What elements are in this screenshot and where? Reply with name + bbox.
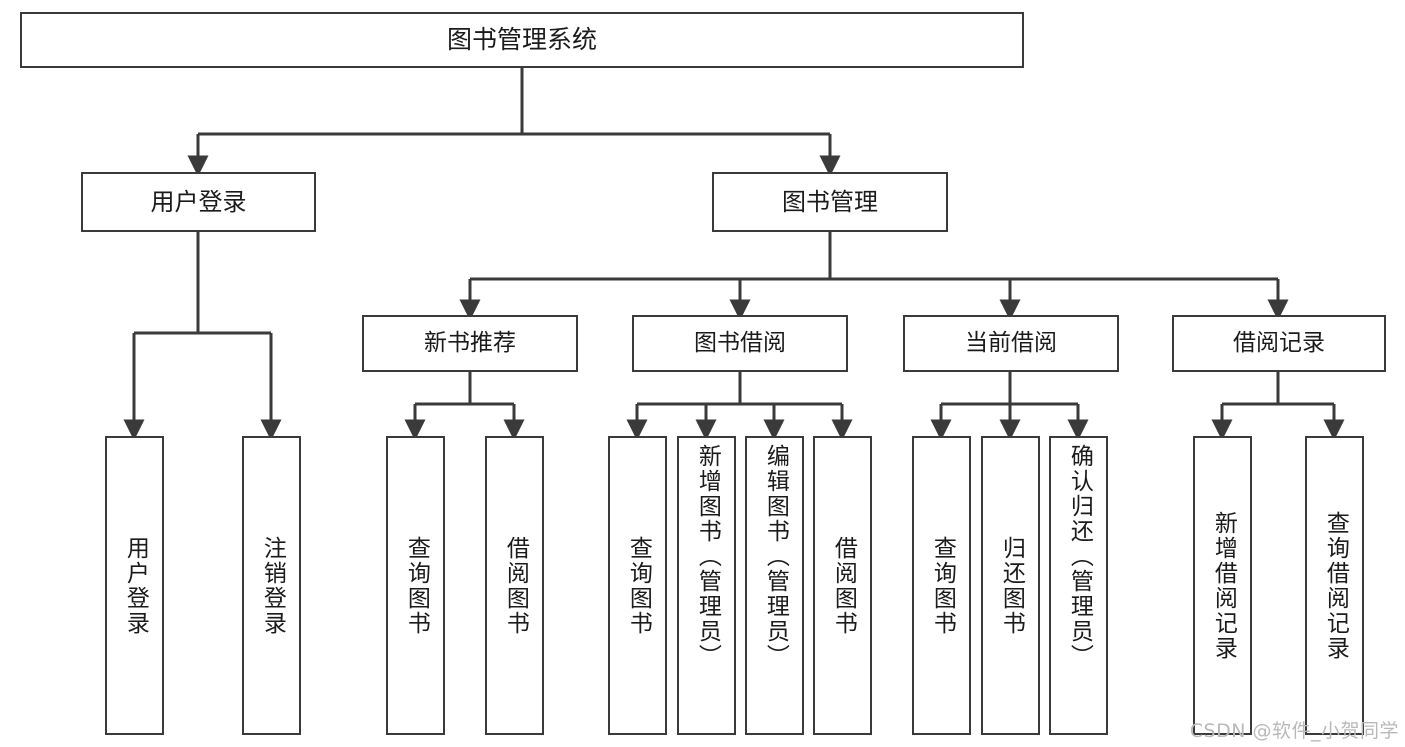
leaf-borrow-book-recommend[interactable]: 借阅图书 [485, 436, 544, 735]
leaf-add-borrow-record[interactable]: 新增借阅记录 [1193, 436, 1252, 735]
node-book-borrow[interactable]: 图书借阅 [632, 315, 848, 372]
leaf-logout-label: 注销登录 [259, 535, 286, 636]
leaf-borrow-book-recommend-label: 借阅图书 [502, 535, 529, 636]
leaf-confirm-return-admin-label: 确认归还（管理员） [1066, 444, 1093, 669]
node-book-management[interactable]: 图书管理 [712, 172, 948, 232]
node-user-login-label: 用户登录 [150, 187, 247, 216]
leaf-add-book-admin[interactable]: 新增图书（管理员） [677, 436, 736, 735]
leaf-query-book-current[interactable]: 查询图书 [912, 436, 971, 735]
leaf-return-book-label: 归还图书 [998, 535, 1025, 636]
node-new-book-recommend[interactable]: 新书推荐 [362, 315, 578, 372]
leaf-query-book-recommend[interactable]: 查询图书 [386, 436, 445, 735]
leaf-query-book-current-label: 查询图书 [929, 535, 956, 636]
leaf-user-login[interactable]: 用户登录 [105, 436, 164, 735]
leaf-user-login-label: 用户登录 [122, 535, 149, 636]
leaf-query-borrow-record-label: 查询借阅记录 [1322, 510, 1349, 661]
node-user-login[interactable]: 用户登录 [81, 172, 316, 232]
node-new-book-recommend-label: 新书推荐 [424, 329, 516, 356]
node-borrow-records[interactable]: 借阅记录 [1172, 315, 1386, 372]
node-current-borrow-label: 当前借阅 [965, 329, 1057, 356]
node-book-borrow-label: 图书借阅 [694, 329, 786, 356]
leaf-confirm-return-admin[interactable]: 确认归还（管理员） [1049, 436, 1108, 735]
leaf-add-borrow-record-label: 新增借阅记录 [1210, 510, 1237, 661]
node-borrow-records-label: 借阅记录 [1233, 329, 1325, 356]
leaf-borrow-book-label: 借阅图书 [830, 535, 857, 636]
leaf-add-book-admin-label: 新增图书（管理员） [694, 444, 721, 669]
leaf-edit-book-admin-label: 编辑图书（管理员） [762, 444, 789, 669]
node-root-label: 图书管理系统 [446, 25, 597, 54]
leaf-borrow-book[interactable]: 借阅图书 [813, 436, 872, 735]
leaf-logout[interactable]: 注销登录 [242, 436, 301, 735]
leaf-query-book-borrow-label: 查询图书 [625, 535, 652, 636]
node-root-system[interactable]: 图书管理系统 [20, 12, 1024, 68]
leaf-query-borrow-record[interactable]: 查询借阅记录 [1305, 436, 1364, 735]
leaf-query-book-borrow[interactable]: 查询图书 [608, 436, 667, 735]
leaf-return-book[interactable]: 归还图书 [981, 436, 1040, 735]
leaf-query-book-recommend-label: 查询图书 [403, 535, 430, 636]
leaf-edit-book-admin[interactable]: 编辑图书（管理员） [745, 436, 804, 735]
node-current-borrow[interactable]: 当前借阅 [903, 315, 1119, 372]
node-book-management-label: 图书管理 [782, 187, 878, 216]
